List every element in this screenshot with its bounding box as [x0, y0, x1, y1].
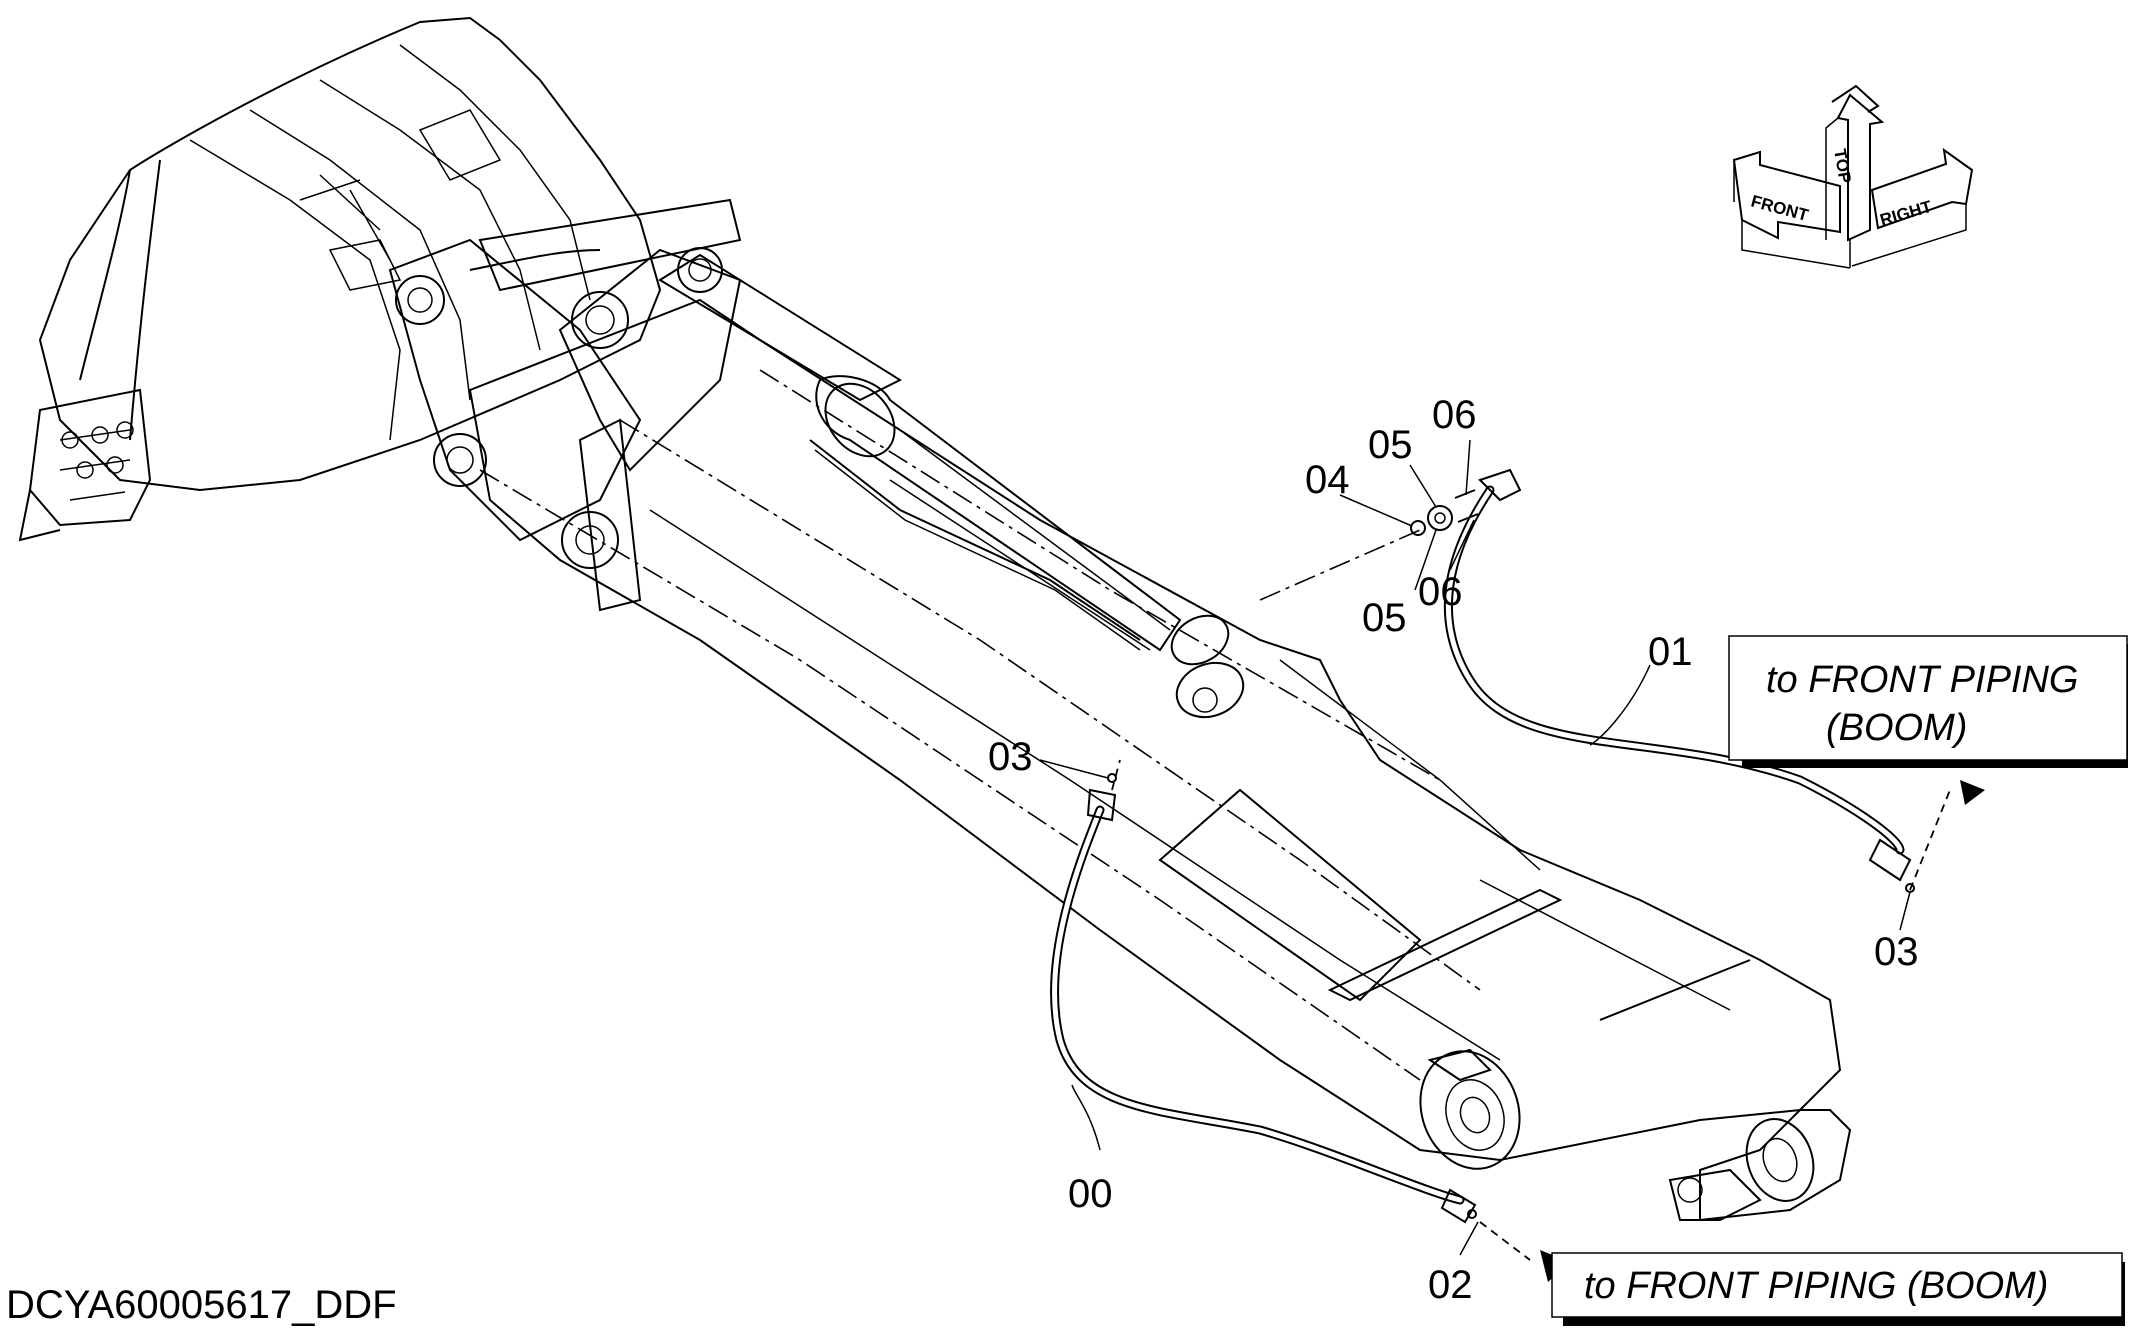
bucket [18, 16, 662, 542]
callout-03-right: 03 [1874, 930, 1919, 974]
callout-06-upper: 06 [1432, 393, 1477, 437]
destination-upper-line2: (BOOM) [1826, 707, 1967, 749]
destination-box-upper: to FRONT PIPING (BOOM) [1728, 635, 2128, 768]
orientation-front: FRONT [1749, 192, 1811, 226]
callout-04: 04 [1305, 458, 1350, 502]
destination-box-lower: to FRONT PIPING (BOOM) [1551, 1252, 2125, 1326]
destination-lower: to FRONT PIPING (BOOM) [1584, 1265, 2048, 1307]
hose-00 [1050, 788, 1477, 1224]
arm [468, 253, 1852, 1222]
drawing-code: DCYA60005617_DDF [6, 1283, 397, 1327]
callout-06-lower: 06 [1418, 570, 1463, 614]
destination-upper-line1: to FRONT PIPING [1766, 659, 2078, 701]
orientation-top: TOP [1830, 147, 1855, 184]
hose-01 [1444, 468, 1912, 882]
callout-03-left: 03 [988, 735, 1033, 779]
orientation-right: RIGHT [1878, 197, 1935, 230]
orientation-indicator: FRONT TOP RIGHT [1732, 84, 1974, 269]
callout-00: 00 [1068, 1172, 1113, 1216]
callout-05-lower: 05 [1362, 596, 1407, 640]
callout-02: 02 [1428, 1263, 1473, 1307]
callout-leaders [1039, 439, 1911, 1256]
callout-05-upper: 05 [1368, 423, 1413, 467]
fittings [1107, 489, 1915, 1219]
callout-01: 01 [1648, 630, 1693, 674]
bucket-linkage [388, 198, 742, 612]
